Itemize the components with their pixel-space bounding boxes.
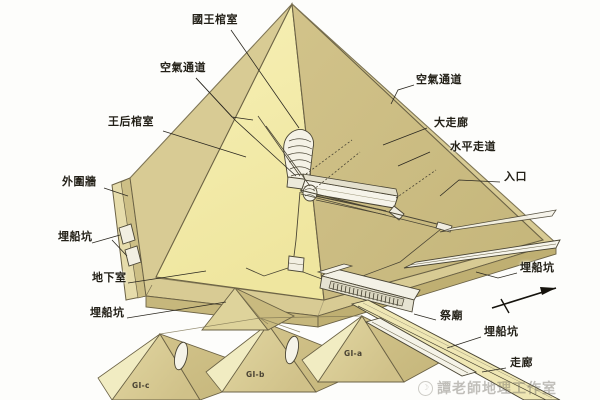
watermark-logo-icon: ☽ (418, 380, 433, 396)
label-satellite-gi-c: GI-c (132, 381, 150, 390)
boat-pits-left (118, 223, 142, 267)
label-subterranean-chamber: 地下室 (92, 271, 127, 284)
label-boat-pit-right-upper: 埋船坑 (520, 261, 555, 274)
kings-chamber-structure (283, 129, 315, 191)
satellite-pyramids (97, 287, 449, 400)
label-outer-wall: 外圍牆 (62, 175, 97, 188)
label-entrance: 入口 (504, 170, 527, 183)
label-causeway: 走廊 (510, 356, 533, 369)
air-shafts (257, 115, 437, 199)
label-boat-pit-left-upper: 埋船坑 (58, 230, 93, 243)
label-kings-chamber: 國王棺室 (192, 13, 238, 26)
label-mortuary-temple: 祭廟 (440, 309, 463, 322)
label-queens-chamber: 王后棺室 (108, 115, 154, 128)
watermark-text: 譚老師地理工作室 (437, 381, 557, 397)
watermark: ☽ 譚老師地理工作室 (418, 378, 557, 398)
label-boat-pit-right-lower: 埋船坑 (484, 325, 519, 338)
north-arrow (491, 287, 557, 314)
satellite-pyramid-gi-a (301, 314, 449, 383)
label-boat-pit-left-lower: 埋船坑 (90, 306, 125, 319)
label-satellite-gi-a: GI-a (344, 349, 363, 358)
leader-lines (91, 29, 518, 373)
causeway-structure (350, 299, 561, 400)
label-horizontal-passage: 水平走道 (450, 140, 496, 153)
label-air-shaft-right: 空氣通道 (416, 73, 462, 86)
grand-gallery-structure (300, 173, 405, 221)
internal-chambers (245, 115, 453, 283)
label-satellite-gi-b: GI-b (246, 370, 265, 379)
boat-pit-right (403, 209, 561, 269)
mortuary-temple (316, 263, 421, 313)
label-air-shaft-left: 空氣通道 (160, 61, 206, 74)
label-grand-gallery: 大走廊 (434, 116, 469, 129)
